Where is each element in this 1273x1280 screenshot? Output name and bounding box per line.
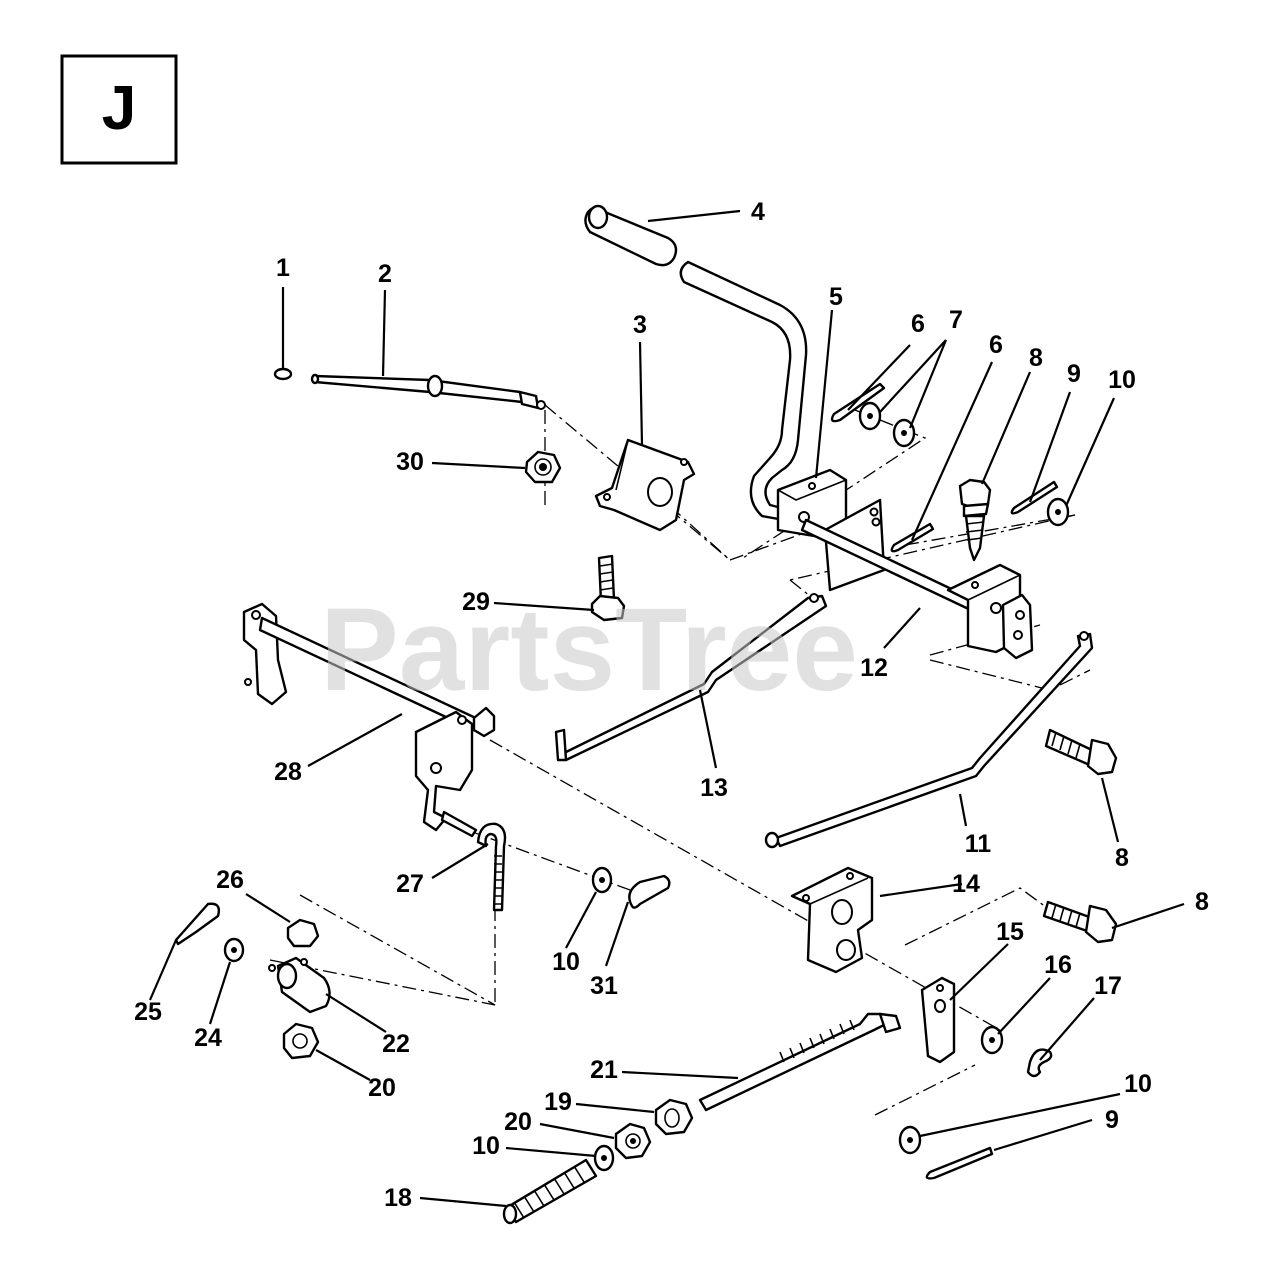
callout-10d: 10 [1124, 1070, 1152, 1098]
callout-26: 26 [216, 866, 244, 894]
link-plate-15 [920, 976, 956, 1064]
callout-28: 28 [274, 758, 302, 786]
flange-bolt-8a [958, 478, 992, 562]
threaded-rod-21 [698, 1012, 902, 1112]
callout-24: 24 [194, 1024, 222, 1052]
callout-12: 12 [860, 654, 888, 682]
control-rod [310, 373, 546, 410]
callout-11: 11 [965, 830, 992, 858]
section-letter: J [102, 74, 136, 143]
mounting-bracket [594, 438, 696, 532]
link-rod-11 [764, 631, 1094, 849]
callout-9b: 9 [1105, 1106, 1119, 1134]
callout-7: 7 [949, 306, 963, 334]
callout-10a: 10 [1108, 366, 1136, 394]
callout-15: 15 [996, 918, 1024, 946]
callout-9a: 9 [1067, 360, 1081, 388]
washer-16 [980, 1025, 1004, 1055]
callout-17: 17 [1094, 972, 1122, 1000]
trunnion-22 [268, 956, 331, 1014]
hex-nut-30 [524, 450, 562, 484]
callout-13: 13 [700, 774, 728, 802]
flange-bolt-8b [1044, 728, 1118, 776]
callout-20a: 20 [368, 1074, 396, 1102]
bolt-29 [590, 554, 626, 622]
cotter-pin-6a [830, 382, 886, 423]
callout-16: 16 [1044, 951, 1072, 979]
link-rod-13 [554, 593, 828, 762]
ferrule [273, 367, 293, 381]
spring-18 [502, 1158, 598, 1225]
nut-19 [654, 1098, 694, 1136]
callout-29: 29 [462, 588, 490, 616]
callout-8a: 8 [1029, 344, 1043, 372]
cotter-pin-9a [1010, 480, 1059, 515]
washer-7a [858, 401, 882, 431]
callout-30: 30 [396, 448, 424, 476]
callout-5: 5 [829, 283, 843, 311]
callouts: 1 2 3 4 5 6 7 6 8 9 10 30 29 12 13 11 8 … [134, 198, 1209, 1212]
callout-10c: 10 [472, 1132, 500, 1160]
washer-7b [892, 418, 916, 448]
flange-bolt-8c [1042, 900, 1118, 944]
watermark: PartsTree [320, 584, 858, 716]
j-bolt [476, 822, 507, 912]
cross-shaft [242, 602, 496, 838]
section-label: J [60, 54, 178, 165]
nut-20a [282, 1022, 320, 1060]
callout-22: 22 [382, 1030, 410, 1058]
nut-26 [286, 918, 320, 948]
callout-21: 21 [590, 1056, 618, 1084]
washer-10d [898, 1125, 922, 1155]
callout-10b: 10 [552, 948, 580, 976]
callout-19: 19 [544, 1088, 572, 1116]
callout-14: 14 [952, 870, 980, 898]
callout-6b: 6 [989, 331, 1003, 359]
callout-8c: 8 [1195, 888, 1209, 916]
hairpin-31 [628, 874, 671, 909]
callout-25: 25 [134, 998, 162, 1026]
lever-grip [584, 204, 678, 267]
washer-24 [223, 937, 245, 963]
callout-1: 1 [276, 254, 290, 282]
callout-27: 27 [396, 870, 424, 898]
e-clip-17 [1026, 1048, 1053, 1078]
callout-8b: 8 [1115, 844, 1129, 872]
leader-lines [148, 209, 1185, 1208]
callout-31: 31 [590, 972, 618, 1000]
hairpin-25 [174, 902, 221, 946]
washer-10b [591, 866, 613, 894]
callout-6a: 6 [911, 310, 925, 338]
shift-rod-assembly [800, 498, 1034, 660]
nut-20b [614, 1122, 652, 1160]
callout-2: 2 [378, 260, 392, 288]
callout-18: 18 [384, 1184, 412, 1212]
washer-10a [1046, 497, 1070, 527]
shift-lever [679, 260, 808, 522]
callout-4: 4 [751, 198, 765, 226]
callout-20b: 20 [504, 1108, 532, 1136]
callout-3: 3 [633, 311, 647, 339]
cotter-pin-9b [925, 1146, 994, 1180]
bracket-14 [790, 866, 874, 974]
washer-10c [593, 1144, 615, 1172]
